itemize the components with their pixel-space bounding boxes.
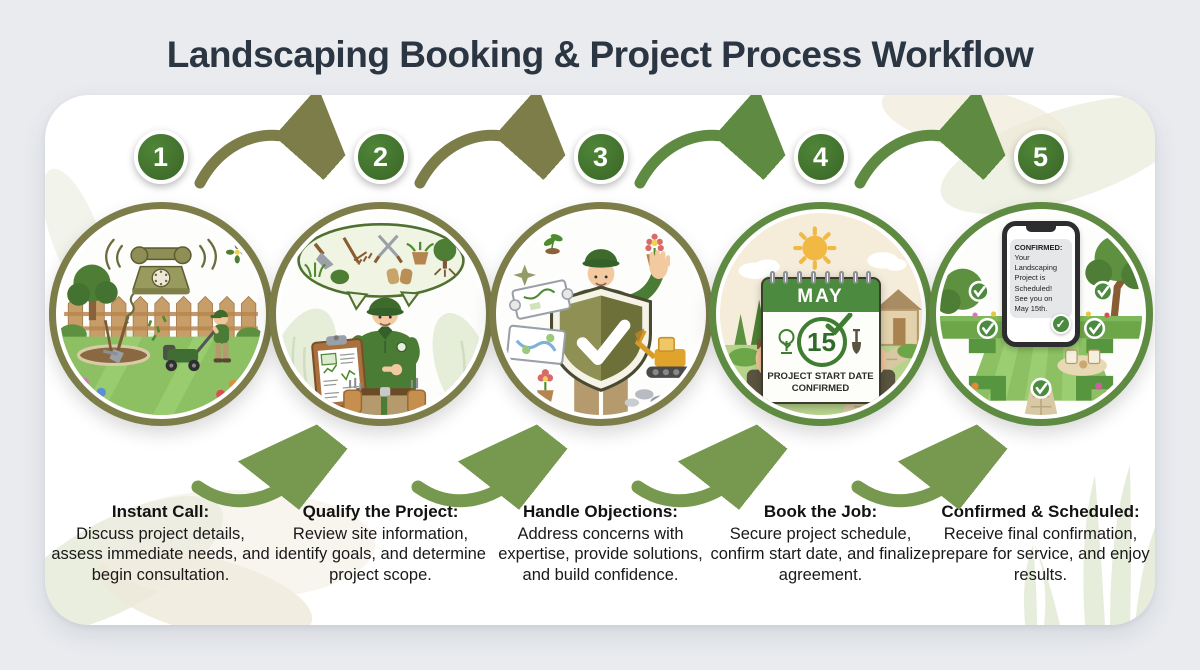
- step-number: 4: [812, 141, 829, 172]
- raised-hand-icon: [648, 250, 670, 279]
- step-1-illustration-lawn-mowing-phone-call: [59, 213, 262, 415]
- excavator-icon: [634, 328, 694, 378]
- qualify-scene: [279, 213, 482, 415]
- step-2-number-badge: 2: [353, 130, 408, 184]
- sms-line-1: Your Landscaping: [1014, 253, 1058, 273]
- shield-checkmark-icon: [549, 285, 652, 392]
- workflow-card: 1: [45, 95, 1155, 625]
- calendar: MAY 15: [760, 271, 881, 404]
- sprout-icon: [543, 234, 563, 255]
- step-4-text: Book the Job: Secure project schedule, c…: [708, 502, 933, 585]
- tree-icon: [66, 264, 118, 321]
- step-number: 1: [152, 141, 169, 172]
- step-heading: Handle Objections:: [523, 502, 678, 521]
- workflow-step-2: 2: [268, 130, 493, 585]
- step-heading: Instant Call:: [111, 502, 210, 521]
- step-5-illustration-confirmation-garden: CONFIRMED: Your Landscaping Project is S…: [939, 213, 1142, 415]
- grass-clippings: [147, 315, 167, 342]
- rotary-phone-icon: [104, 238, 217, 324]
- step-3-text: Handle Objections: Address concerns with…: [488, 502, 713, 585]
- step-4-number-badge: 4: [793, 130, 848, 184]
- step-3-illustration-shield-checkmark: [499, 213, 702, 415]
- sms-line-2: Project is Scheduled!: [1014, 273, 1053, 293]
- workflow-step-3: 3: [488, 130, 713, 585]
- step-heading: Qualify the Project:: [302, 502, 459, 521]
- step-description: Review site information, identify goals,…: [275, 525, 486, 584]
- fence-icon: [63, 295, 258, 340]
- calendar-day-ring: 15: [796, 313, 852, 367]
- thought-bubble-tools: [296, 223, 465, 311]
- clouds-icon: [738, 252, 907, 279]
- tree-icon: [778, 329, 794, 354]
- step-1-text: Instant Call: Discuss project details, a…: [48, 502, 273, 585]
- sms-message-bubble: CONFIRMED: Your Landscaping Project is S…: [1009, 239, 1072, 318]
- step-2-illustration-landscaper-clipboard: [279, 213, 482, 415]
- step-2-text: Qualify the Project: Review site informa…: [268, 502, 493, 585]
- step-3-circle: [488, 202, 713, 426]
- step-number: 5: [1032, 141, 1049, 172]
- step-description: Discuss project details, assess immediat…: [51, 525, 270, 584]
- phone-notch: [1025, 225, 1056, 232]
- hedge-blocks: [968, 338, 1113, 401]
- step-number: 2: [372, 141, 389, 172]
- shovel-icon: [851, 329, 861, 354]
- blueprint-icon: [508, 279, 573, 320]
- checkmark-icon: [825, 313, 852, 335]
- lawn-mower-person: [162, 309, 231, 372]
- page-title: Landscaping Booking & Project Process Wo…: [166, 34, 1034, 75]
- objections-scene: [499, 213, 702, 415]
- calendar-spiral-binding: [761, 271, 881, 284]
- sms-line-3: See you on May 15th.: [1014, 293, 1053, 313]
- step-description: Receive final confirmation, prepare for …: [931, 525, 1150, 584]
- patio-furniture: [1056, 349, 1107, 376]
- calendar-body: 15 PRO: [760, 312, 881, 404]
- compass-icon: [512, 264, 536, 287]
- lawn-phone-scene: [59, 213, 262, 415]
- step-4-circle: MAY 15: [708, 202, 933, 426]
- checkmark-icon: ✓: [1050, 314, 1071, 334]
- calendar-caption-line-1: PROJECT START DATE: [767, 371, 874, 382]
- step-number: 3: [592, 141, 609, 172]
- clipboard-icon: [310, 335, 368, 410]
- shed-icon: [874, 289, 922, 346]
- step-heading: Confirmed & Scheduled:: [941, 502, 1140, 521]
- blueprint-icon-2: [505, 324, 566, 365]
- step-description: Address concerns with expertise, provide…: [498, 525, 703, 584]
- sms-heading: CONFIRMED:: [1014, 243, 1063, 252]
- step-description: Secure project schedule, confirm start d…: [710, 525, 931, 584]
- calendar-caption-line-2: CONFIRMED: [791, 383, 850, 395]
- sun-icon: [792, 226, 836, 270]
- step-3-number-badge: 3: [573, 130, 628, 184]
- step-2-circle: [268, 202, 493, 426]
- step-1-circle: [48, 202, 273, 426]
- smartphone: CONFIRMED: Your Landscaping Project is S…: [1001, 221, 1080, 347]
- calendar-month: MAY: [760, 277, 881, 312]
- step-5-text: Confirmed & Scheduled: Receive final con…: [928, 502, 1153, 585]
- workflow-step-1: 1: [48, 130, 273, 585]
- step-5-number-badge: 5: [1013, 130, 1068, 184]
- leaf-watermark-decoration: [45, 95, 1155, 625]
- step-1-number-badge: 1: [133, 130, 188, 184]
- step-4-illustration-calendar: MAY 15: [719, 213, 922, 415]
- calendar-caption: PROJECT START DATE CONFIRMED: [764, 371, 878, 396]
- workflow-step-4: 4: [708, 130, 933, 585]
- step-5-circle: CONFIRMED: Your Landscaping Project is S…: [928, 202, 1153, 426]
- step-heading: Book the Job:: [763, 502, 878, 521]
- workflow-step-5: 5: [928, 130, 1153, 585]
